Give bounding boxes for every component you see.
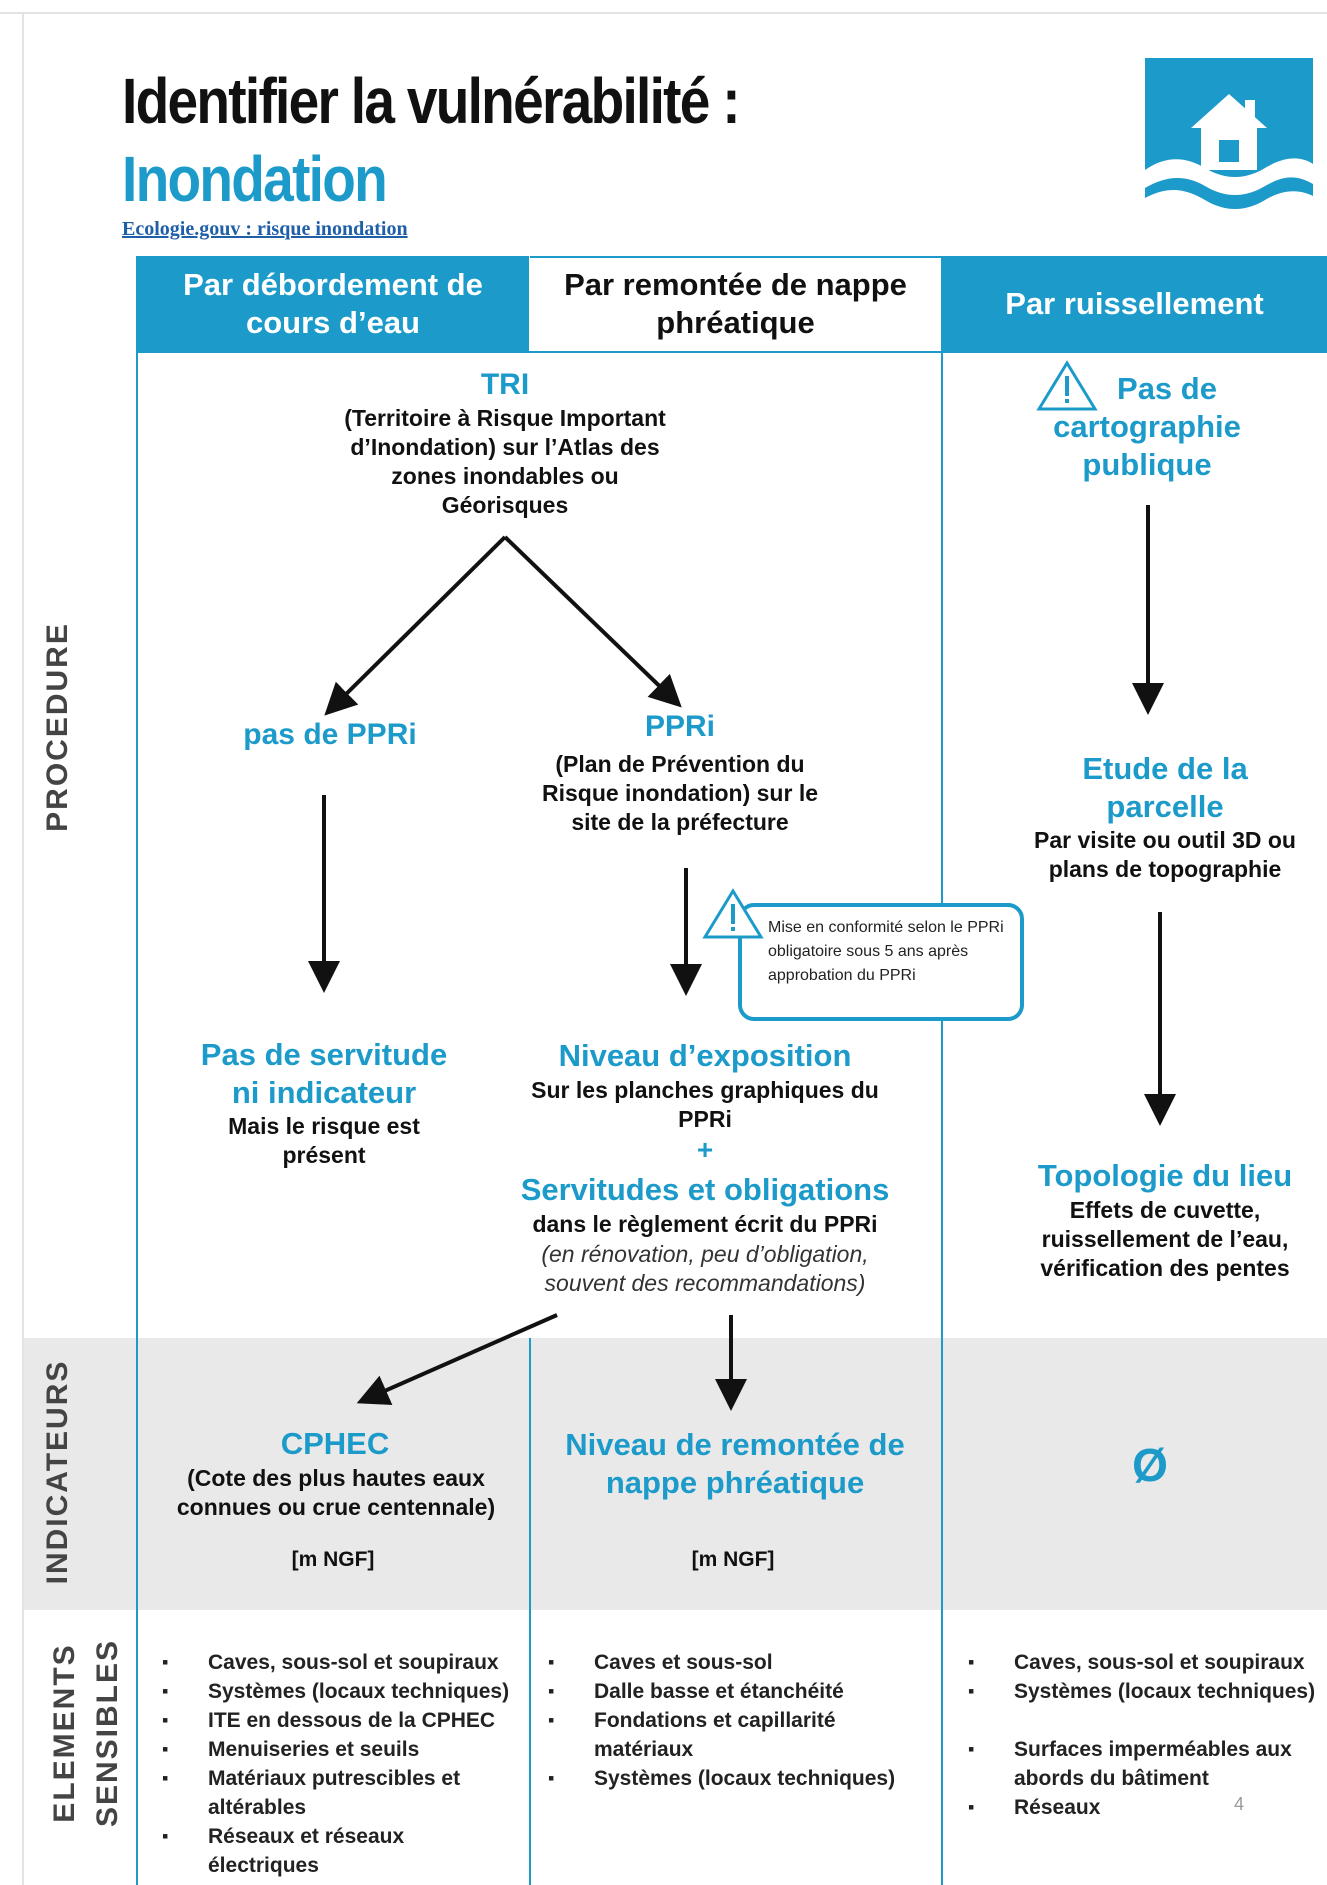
left-rule (22, 12, 24, 1885)
elements-list-debordement: Caves, sous-sol et soupiraux Systèmes (l… (162, 1648, 532, 1880)
etude-text: Par visite ou outil 3D ou plans de topog… (1034, 827, 1296, 882)
pas-servitude-text: Mais le risque est présent (228, 1113, 420, 1168)
top-rule (0, 12, 1327, 14)
plus-sign: + (696, 1134, 714, 1165)
list-item: Réseaux (968, 1793, 1327, 1822)
niveau-exposition-title: Niveau d’exposition (558, 1038, 852, 1073)
ppri-title: PPRi (644, 710, 716, 743)
list-item: Caves, sous-sol et soupiraux (162, 1648, 532, 1677)
grid-line-left (136, 256, 138, 1885)
etude-title: Etude de la parcelle (1082, 751, 1248, 824)
page-number: 4 (1234, 1794, 1245, 1814)
warning-icon (702, 888, 764, 939)
header-bottom-line (137, 351, 1327, 353)
niveau-exposition-text: Sur les planches graphiques du PPRi (531, 1077, 879, 1132)
list-item: Fondations et capillarité matériaux (548, 1706, 874, 1764)
topologie-text: Effets de cuvette, ruissellement de l’ea… (1040, 1197, 1290, 1281)
cphec-title: CPHEC (280, 1426, 390, 1461)
cphec-text: (Cote des plus hautes eaux connues ou cr… (176, 1465, 496, 1520)
grid-line-mid (529, 1338, 531, 1885)
elements-list-nappe: Caves et sous-sol Dalle basse et étanché… (548, 1648, 918, 1793)
ppri-callout-text: Mise en conformité selon le PPRi obligat… (768, 919, 1004, 984)
nappe-title: Niveau de remontée de nappe phréatique (565, 1427, 905, 1500)
header-debordement: Par débordement de cours d’eau (137, 256, 529, 351)
house-flood-icon (1145, 58, 1313, 226)
ppri-text: (Plan de Prévention du Risque inondation… (541, 751, 818, 835)
list-item: ITE en dessous de la CPHEC (162, 1706, 532, 1735)
tri-title: TRI (480, 368, 530, 401)
list-item: Caves et sous-sol (548, 1648, 918, 1677)
list-item: Surfaces imperméables aux abords du bâti… (968, 1735, 1314, 1793)
servitudes-title: Servitudes et obligations (520, 1172, 890, 1207)
ppri-callout-box (738, 903, 1024, 1021)
header-top-line (530, 256, 941, 258)
pas-cartographie-text: Pas de cartographie publique (1053, 371, 1241, 482)
indicateurs-band (24, 1338, 1327, 1610)
list-item: Systèmes (locaux techniques) (162, 1677, 532, 1706)
list-item: Réseaux et réseaux électriques (162, 1822, 448, 1880)
page-title: Identifier la vulnérabilité : (122, 65, 741, 137)
ecologie-link[interactable]: Ecologie.gouv : risque inondation (122, 218, 408, 240)
tri-text: (Territoire à Risque Important d’Inondat… (344, 405, 666, 518)
list-item: Caves, sous-sol et soupiraux (968, 1648, 1327, 1677)
servitudes-text: dans le règlement écrit du PPRi (532, 1211, 878, 1237)
list-item: Systèmes (locaux techniques) (968, 1677, 1327, 1706)
pas-ppri-title: pas de PPRi (243, 718, 417, 751)
warning-icon (1036, 360, 1098, 411)
header-ruissellement: Par ruissellement (942, 256, 1327, 351)
list-item: Matériaux putrescibles et altérables (162, 1764, 488, 1822)
pas-servitude-title: Pas de servitude ni indicateur (200, 1037, 448, 1110)
cphec-unit: [m NGF] (291, 1548, 375, 1571)
list-item: Menuiseries et seuils (162, 1735, 532, 1764)
grid-line-right (941, 256, 943, 1885)
list-item: Systèmes (locaux techniques) (548, 1764, 918, 1793)
list-item: Dalle basse et étanchéité (548, 1677, 918, 1706)
page-subtitle: Inondation (122, 143, 388, 215)
elements-list-ruissellement: Caves, sous-sol et soupiraux Systèmes (l… (968, 1648, 1327, 1822)
nappe-unit: [m NGF] (691, 1548, 775, 1571)
indicateur-none: Ø (1132, 1439, 1168, 1491)
topologie-title: Topologie du lieu (1037, 1158, 1293, 1193)
header-nappe: Par remontée de nappe phréatique (530, 256, 941, 351)
servitudes-note: (en rénovation, peu d’obligation, souven… (541, 1241, 869, 1296)
